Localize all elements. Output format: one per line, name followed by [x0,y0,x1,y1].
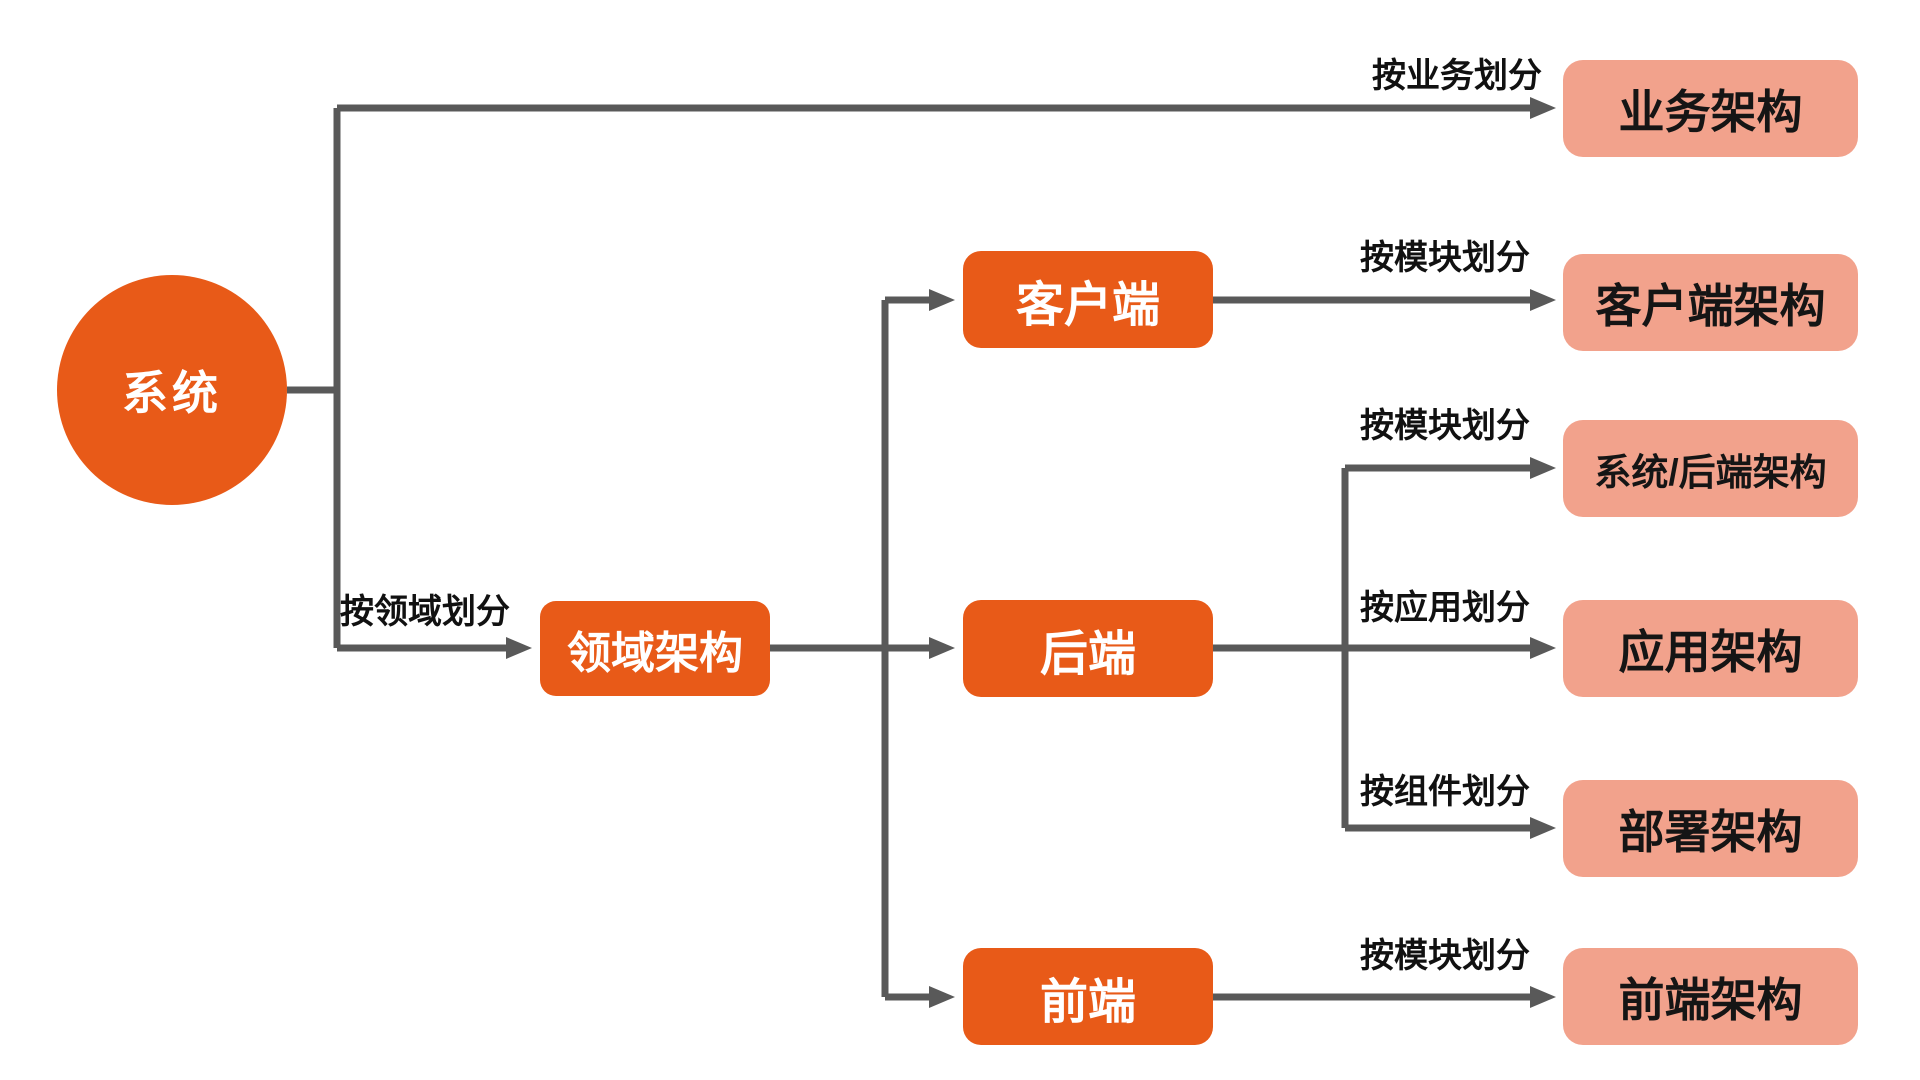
node-system: 系统 [57,275,287,505]
edge-label-by-domain: 按领域划分 [340,593,510,631]
node-frontend-arch-label: 前端架构 [1618,973,1803,1026]
node-frontend: 前端 [963,948,1213,1045]
node-client-arch-label: 客户端架构 [1595,279,1826,332]
node-client: 客户端 [963,251,1213,348]
node-business-arch-label: 业务架构 [1618,85,1803,138]
node-client-label: 客户端 [1015,278,1160,332]
node-business-arch: 业务架构 [1563,60,1858,157]
edge-label-by-application: 按应用划分 [1360,589,1530,627]
node-deployment-arch: 部署架构 [1563,780,1858,877]
edge-label-by-component: 按组件划分 [1360,773,1530,811]
edge-label-by-module-system: 按模块划分 [1360,407,1530,445]
node-deployment-arch-label: 部署架构 [1618,805,1803,858]
node-client-arch: 客户端架构 [1563,254,1858,351]
node-app-arch-label: 应用架构 [1618,625,1803,678]
node-system-label: 系统 [122,367,222,419]
node-system-backend-arch: 系统/后端架构 [1563,420,1858,517]
node-app-arch: 应用架构 [1563,600,1858,697]
node-domain-arch-label: 领域架构 [567,628,743,678]
edge-label-by-module-client: 按模块划分 [1360,239,1530,277]
node-backend-label: 后端 [1039,627,1136,681]
node-domain-arch: 领域架构 [540,601,770,696]
node-system-backend-arch-label: 系统/后端架构 [1594,451,1827,493]
edge-label-by-business: 按业务划分 [1372,57,1542,95]
edge-label-by-module-frontend: 按模块划分 [1360,937,1530,975]
node-frontend-label: 前端 [1039,975,1136,1029]
node-frontend-arch: 前端架构 [1563,948,1858,1045]
node-backend: 后端 [963,600,1213,697]
